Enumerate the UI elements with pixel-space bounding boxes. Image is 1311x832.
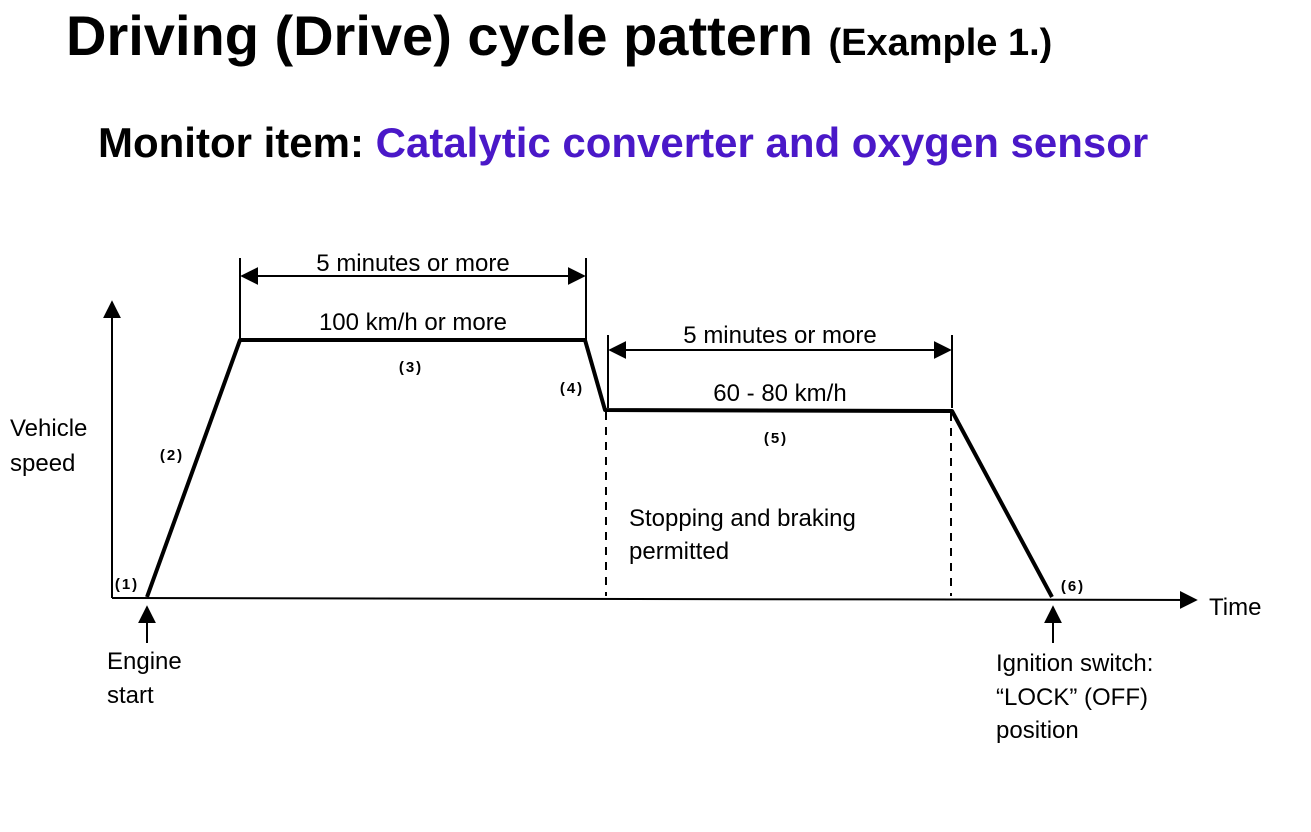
step4-label: (4)	[560, 380, 584, 397]
y-axis-label-line2: speed	[10, 450, 75, 477]
speed-profile	[145, 338, 1054, 598]
monitor-label: Monitor item:	[98, 119, 364, 166]
step6-label: (6)	[1061, 578, 1085, 595]
monitor-value: Catalytic converter and oxygen sensor	[375, 119, 1149, 166]
title-suffix: (Example 1.)	[828, 22, 1053, 64]
y-axis-label-line1: Vehicle	[10, 415, 87, 442]
step2-label: (2)	[160, 447, 184, 464]
ignition-line1: Ignition switch:	[996, 650, 1153, 677]
step3-label: (3)	[399, 359, 423, 376]
step1-label: (1)	[115, 576, 139, 593]
step5-label: (5)	[764, 430, 788, 447]
segment5-speed-label: 60 - 80 km/h	[713, 380, 846, 407]
segment3-duration-label: 5 minutes or more	[316, 250, 509, 277]
monitor-item: Monitor item: Catalytic converter and ox…	[98, 122, 1148, 164]
title-main: Driving (Drive) cycle pattern	[66, 4, 813, 67]
x-axis	[111, 590, 1198, 609]
x-axis-label: Time	[1209, 594, 1261, 621]
segment5-duration-label: 5 minutes or more	[683, 322, 876, 349]
page-title: Driving (Drive) cycle pattern (Example 1…	[66, 8, 1052, 64]
engine-start-line1: Engine	[107, 648, 182, 675]
ignition-line3: position	[996, 717, 1079, 744]
ignition-line2: “LOCK” (OFF)	[996, 684, 1148, 711]
stopping-note-line2: permitted	[629, 538, 729, 565]
segment3-speed-label: 100 km/h or more	[319, 309, 507, 336]
stopping-note-line1: Stopping and braking	[629, 505, 856, 532]
engine-start-line2: start	[107, 682, 154, 709]
